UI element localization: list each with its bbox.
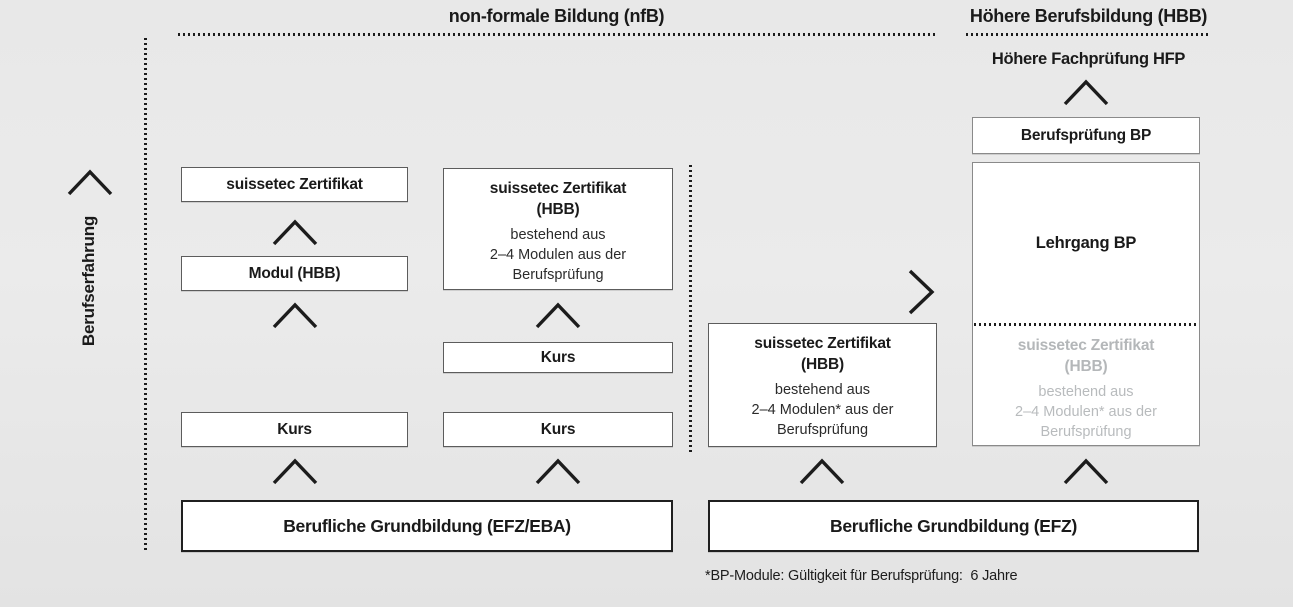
chevron-right-icon [908,269,935,315]
cert-body: bestehend aus 2–4 Modulen* aus der Beruf… [1015,382,1157,442]
chevron-up-icon [1063,458,1109,485]
cert-body-line1: bestehend aus [1038,384,1134,400]
label-hoehere-fachpruefung: Höhere Fachprüfung HFP [991,50,1186,68]
dotted-line-lehrgang-divider [974,323,1198,326]
cert-title-line1: suissetec Zertifikat [754,335,891,352]
chevron-up-icon [272,302,318,329]
cert-body-line3: Berufsprüfung [1040,424,1132,440]
box-label: Lehrgang BP [1035,233,1137,252]
lehrgang-bp-section: Lehrgang BP [973,163,1199,323]
axis-label-berufserfahrung: Berufserfahrung [79,215,98,347]
box-label: Berufliche Grundbildung (EFZ/EBA) [283,515,571,536]
cert-body-line2: 2–4 Modulen* aus der [1015,404,1157,420]
box-suissetec-zertifikat-hbb-right: suissetec Zertifikat (HBB) bestehend aus… [708,323,937,447]
chevron-up-icon [535,302,581,329]
chevron-up-icon [1063,79,1109,106]
cert-title-line1: suissetec Zertifikat [1017,337,1155,354]
box-suissetec-zertifikat: suissetec Zertifikat [181,167,408,202]
box-suissetec-zertifikat-hbb-nfb: suissetec Zertifikat (HBB) bestehend aus… [443,168,673,290]
box-lehrgang-bp: Lehrgang BP suissetec Zertifikat (HBB) b… [972,162,1200,446]
cert-body-line3: Berufsprüfung [512,267,604,283]
box-kurs-col2-lower: Kurs [443,412,673,447]
chevron-up-icon [67,169,113,196]
box-label: suissetec Zertifikat [226,175,363,193]
box-kurs-col2-upper: Kurs [443,342,673,373]
cert-title: suissetec Zertifikat (HBB) [754,333,891,375]
box-label: Kurs [277,420,312,438]
chevron-up-icon [272,458,318,485]
chevron-up-icon [272,219,318,246]
dotted-line-hbb [966,33,1211,36]
box-label: Berufsprüfung BP [1020,126,1152,144]
cert-title-line2: (HBB) [1064,358,1108,375]
box-kurs-col1: Kurs [181,412,408,447]
footnote-bp-module: *BP-Module: Gültigkeit für Berufsprüfung… [705,568,1018,584]
header-non-formale-bildung: non-formale Bildung (nfB) [448,6,665,26]
cert-body-line2: 2–4 Modulen* aus der [751,402,894,418]
box-berufliche-grundbildung-efz: Berufliche Grundbildung (EFZ) [708,500,1199,552]
dotted-line-nfb [178,33,935,36]
box-label: Kurs [540,420,576,438]
box-berufliche-grundbildung-efz-eba: Berufliche Grundbildung (EFZ/EBA) [181,500,673,552]
cert-title-line2: (HBB) [801,356,844,373]
chevron-up-icon [535,458,581,485]
header-hoehere-berufsbildung: Höhere Berufsbildung (HBB) [969,6,1208,26]
cert-body: bestehend aus 2–4 Modulen aus der Berufs… [490,225,626,285]
cert-body-line3: Berufsprüfung [776,422,869,438]
cert-title-line1: suissetec Zertifikat [489,180,627,197]
box-berufspruefung-bp: Berufsprüfung BP [972,117,1200,154]
cert-title-line2: (HBB) [536,201,580,218]
cert-body: bestehend aus 2–4 Modulen* aus der Beruf… [752,380,894,440]
cert-title: suissetec Zertifikat (HBB) [1017,335,1155,377]
box-label: Modul (HBB) [248,264,341,282]
box-label: Berufliche Grundbildung (EFZ) [830,515,1077,536]
cert-body-line1: bestehend aus [510,227,606,243]
box-label: Kurs [540,348,576,366]
dotted-line-middle-divider [689,165,692,455]
cert-body-line2: 2–4 Modulen aus der [489,247,627,263]
cert-body-line1: bestehend aus [774,382,871,398]
chevron-up-icon [799,458,845,485]
box-modul-hbb: Modul (HBB) [181,256,408,291]
included-zertifikat-section: suissetec Zertifikat (HBB) bestehend aus… [973,326,1199,442]
dotted-line-left-axis [144,38,147,550]
cert-title: suissetec Zertifikat (HBB) [489,178,627,220]
